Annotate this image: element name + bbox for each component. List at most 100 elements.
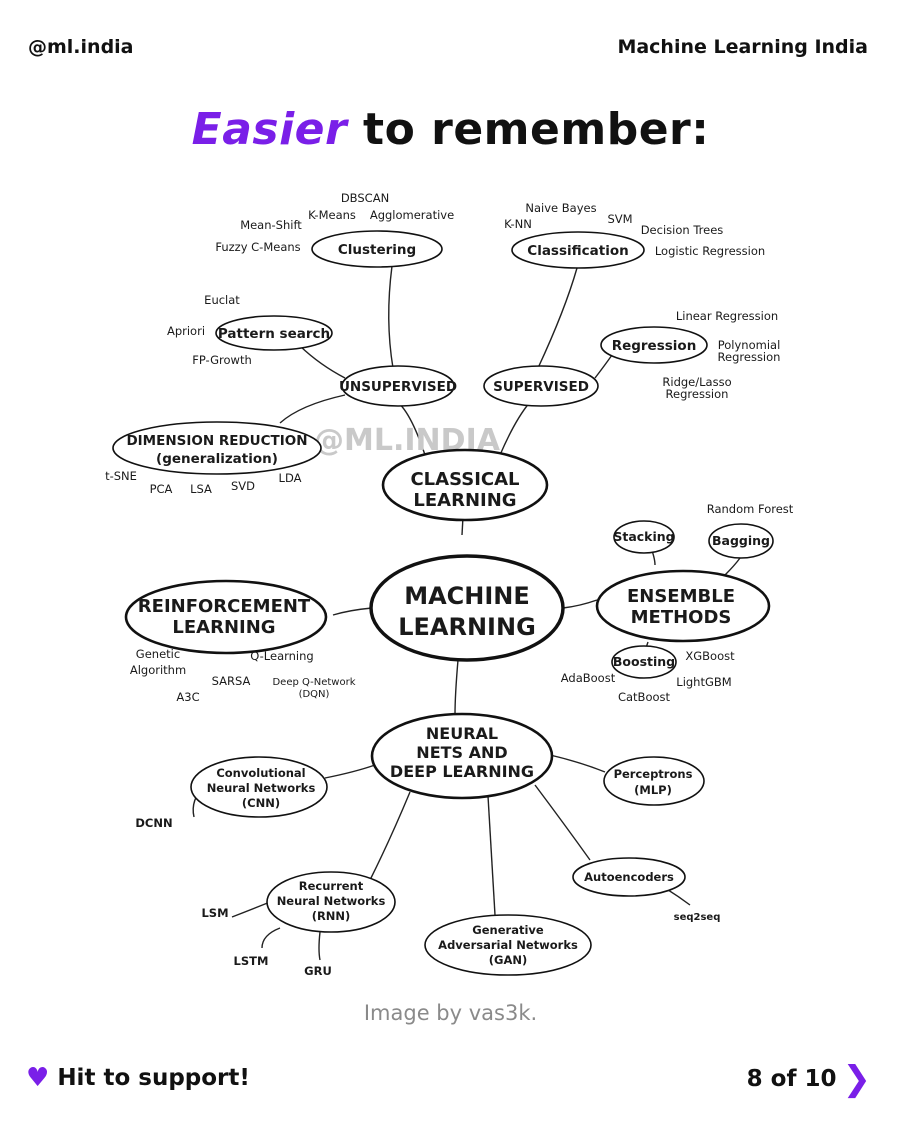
edge-supervised-regression xyxy=(594,354,613,379)
leaf-decision-trees: Decision Trees xyxy=(641,223,724,237)
page-indicator: 8 of 10 ❯ xyxy=(747,1062,871,1096)
neural-label-1: NEURAL xyxy=(426,724,498,743)
leaf-qlearning: Q-Learning xyxy=(250,649,313,663)
leaf-agglomerative: Agglomerative xyxy=(370,208,454,222)
boosting-node: Boosting XGBoost AdaBoost LightGBM CatBo… xyxy=(561,645,735,704)
leaf-ridge-lasso: Ridge/Lasso xyxy=(662,375,731,389)
edge-neural-autoencoders xyxy=(534,784,591,861)
title-rest: to remember: xyxy=(347,104,710,155)
leaf-ridge-regression: Regression xyxy=(666,387,729,401)
leaf-lightgbm: LightGBM xyxy=(676,675,731,689)
page-count: 8 of 10 xyxy=(746,1066,837,1092)
cnn-node: Convolutional Neural Networks (CNN) DCNN xyxy=(135,756,328,830)
leaf-kmeans: K-Means xyxy=(308,208,356,222)
classification-node: Classification Naive Bayes K-NN SVM Deci… xyxy=(504,201,765,269)
autoencoders-node: Autoencoders seq2seq xyxy=(572,857,720,923)
brand-name: Machine Learning India xyxy=(617,36,868,58)
edge-rnn-gru xyxy=(318,931,321,961)
perceptrons-label-1: Perceptrons xyxy=(614,767,693,781)
supervised-label: SUPERVISED xyxy=(493,379,589,395)
leaf-sarsa: SARSA xyxy=(212,674,251,688)
dimension-label-2: (generalization) xyxy=(156,451,278,467)
center-label-1: MACHINE xyxy=(404,582,530,610)
bagging-node: Bagging Random Forest xyxy=(707,502,794,559)
edge-rnn-lstm xyxy=(261,927,281,949)
clustering-label: Clustering xyxy=(338,242,416,258)
stacking-node: Stacking xyxy=(613,520,675,554)
leaf-lstm: LSTM xyxy=(234,954,269,968)
classical-learning-node: CLASSICAL LEARNING xyxy=(381,448,549,522)
leaf-tsne: t-SNE xyxy=(105,469,137,483)
reinforcement-label-1: REINFORCEMENT xyxy=(138,596,311,617)
ensemble-label-1: ENSEMBLE xyxy=(627,586,735,607)
gan-label-1: Generative xyxy=(472,923,544,937)
edge-ensemble-bagging xyxy=(724,557,741,576)
account-handle: @ml.india xyxy=(28,36,134,58)
ensemble-methods-node: ENSEMBLE METHODS xyxy=(595,569,771,643)
neural-label-2: NETS AND xyxy=(416,743,507,762)
unsupervised-node: UNSUPERVISED xyxy=(339,365,457,407)
leaf-euclat: Euclat xyxy=(204,293,240,307)
stacking-label: Stacking xyxy=(613,529,674,544)
edge-supervised-classification xyxy=(537,267,578,369)
leaf-catboost: CatBoost xyxy=(618,690,671,704)
cnn-label-3: (CNN) xyxy=(242,796,280,810)
rnn-label-3: (RNN) xyxy=(312,909,351,923)
leaf-lsm: LSM xyxy=(201,906,228,920)
edge-center-reinforcement xyxy=(332,607,373,616)
leaf-fpgrowth: FP-Growth xyxy=(192,353,252,367)
edge-neural-rnn xyxy=(369,791,411,881)
leaf-algorithm: Algorithm xyxy=(130,663,186,677)
regression-node: Regression Linear Regression Polynomial … xyxy=(600,309,781,401)
edge-classical-supervised xyxy=(499,401,531,456)
leaf-svd: SVD xyxy=(231,479,255,493)
leaf-apriori: Apriori xyxy=(167,324,205,338)
rnn-label-1: Recurrent xyxy=(299,879,364,893)
pattern-label: Pattern search xyxy=(218,326,330,342)
pattern-search-node: Pattern search Euclat Apriori FP-Growth xyxy=(167,293,333,367)
leaf-svm: SVM xyxy=(607,212,632,226)
gan-label-3: (GAN) xyxy=(489,953,527,967)
page-title: Easier to remember: xyxy=(0,104,901,155)
neural-nets-node: NEURAL NETS AND DEEP LEARNING xyxy=(370,712,554,800)
leaf-random-forest: Random Forest xyxy=(707,502,794,516)
leaf-knn: K-NN xyxy=(504,217,532,231)
support-button[interactable]: ♥ Hit to support! xyxy=(26,1063,250,1093)
leaf-genetic: Genetic xyxy=(136,647,180,661)
leaf-lda: LDA xyxy=(279,471,302,485)
neural-label-3: DEEP LEARNING xyxy=(390,762,534,781)
autoencoders-label: Autoencoders xyxy=(584,870,674,884)
unsupervised-label: UNSUPERVISED xyxy=(339,379,457,395)
chevron-right-icon[interactable]: ❯ xyxy=(842,1059,872,1099)
leaf-a3c: A3C xyxy=(176,690,199,704)
boosting-label: Boosting xyxy=(613,654,675,669)
rnn-node: Recurrent Neural Networks (RNN) LSM LSTM… xyxy=(201,871,396,978)
supervised-node: SUPERVISED xyxy=(483,365,599,407)
rnn-label-2: Neural Networks xyxy=(277,894,386,908)
ensemble-label-2: METHODS xyxy=(631,607,732,628)
cnn-label-2: Neural Networks xyxy=(207,781,316,795)
leaf-naive-bayes: Naive Bayes xyxy=(525,201,596,215)
classical-label-2: LEARNING xyxy=(413,490,516,511)
leaf-dcnn: DCNN xyxy=(135,816,172,830)
leaf-fuzzy-cmeans: Fuzzy C-Means xyxy=(215,240,300,254)
ml-mind-map: @ML.INDIA MACHINE LEARNING CLASSICAL LEA… xyxy=(105,191,794,978)
edge-center-ensemble xyxy=(562,599,598,609)
leaf-adaboost: AdaBoost xyxy=(561,671,616,685)
edge-center-neural xyxy=(454,659,459,716)
leaf-meanshift: Mean-Shift xyxy=(240,218,302,232)
classical-label-1: CLASSICAL xyxy=(410,469,519,490)
leaf-xgboost: XGBoost xyxy=(685,649,735,663)
reinforcement-learning-node: REINFORCEMENT LEARNING Genetic Algorithm… xyxy=(124,579,356,704)
edge-unsupervised-pattern xyxy=(299,345,346,379)
reinforcement-label-2: LEARNING xyxy=(172,617,275,638)
leaf-polynomial: Polynomial xyxy=(718,338,781,352)
edge-neural-gan xyxy=(487,795,496,916)
bagging-label: Bagging xyxy=(712,533,770,548)
leaf-gru: GRU xyxy=(304,964,332,978)
leaf-pca: PCA xyxy=(150,482,173,496)
edge-neural-perceptrons xyxy=(549,754,606,773)
classification-label: Classification xyxy=(527,243,628,259)
support-label: Hit to support! xyxy=(57,1065,250,1091)
perceptrons-node: Perceptrons (MLP) xyxy=(603,756,705,806)
